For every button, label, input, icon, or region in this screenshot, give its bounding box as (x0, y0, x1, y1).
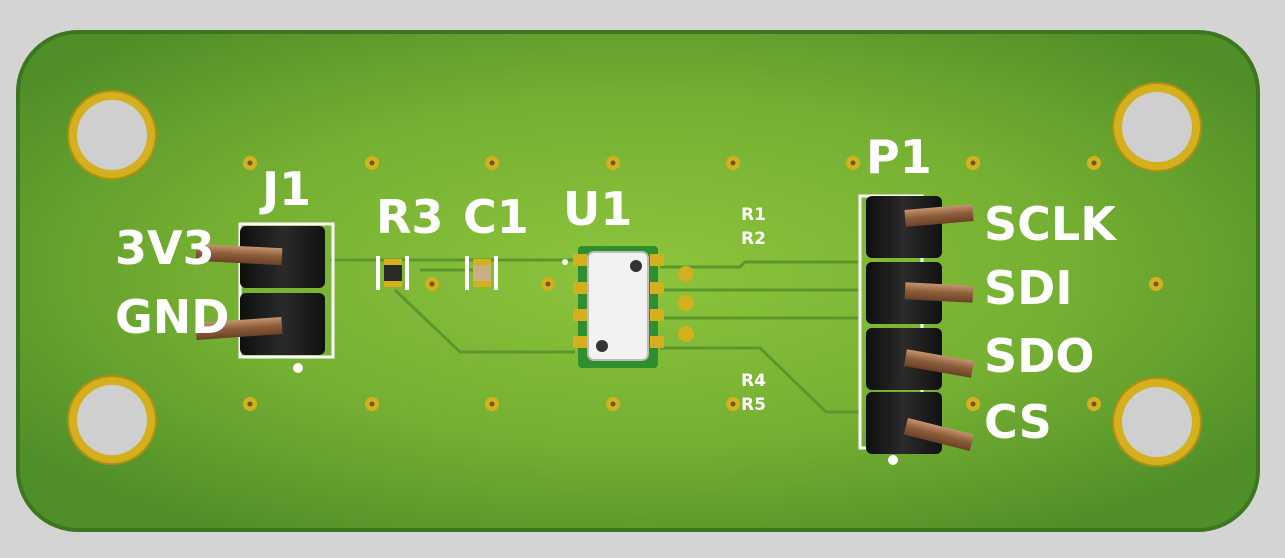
via-icon (365, 397, 379, 411)
via-group (243, 156, 1163, 411)
p1-pin-label-cs: CS (984, 395, 1052, 449)
p1-header (858, 194, 974, 465)
smd-resistor-icon (376, 256, 409, 290)
via-icon (485, 156, 499, 170)
mounting-hole-icon (67, 375, 157, 465)
j1-pin-1 (195, 243, 283, 266)
ic-chip-icon (562, 246, 694, 368)
j1-pin-label-gnd: GND (115, 290, 229, 344)
j1-pin-label-3v3: 3V3 (115, 221, 215, 275)
p1-pin-3 (903, 349, 974, 378)
p1-pin-label-sdo: SDO (984, 329, 1094, 383)
via-icon (1087, 156, 1101, 170)
resistor-label-r4: R4 (741, 371, 766, 391)
via-icon (606, 397, 620, 411)
via-icon (243, 156, 257, 170)
via-icon (485, 397, 499, 411)
resistor-label-r1: R1 (741, 205, 766, 225)
mounting-hole-icon (67, 90, 157, 180)
j1-header (195, 222, 335, 373)
p1-designator: P1 (866, 130, 932, 184)
p1-pin-1 (904, 204, 974, 227)
pin-header-icon (240, 226, 325, 355)
via-icon (243, 397, 257, 411)
p1-pin-2 (904, 282, 974, 303)
p1-pin-4 (903, 418, 974, 451)
via-icon (606, 156, 620, 170)
via-icon (365, 156, 379, 170)
via-icon (1087, 397, 1101, 411)
via-icon (425, 277, 439, 291)
p1-pin-label-sdi: SDI (984, 261, 1072, 315)
smd-resistor-icon (465, 256, 498, 290)
c1-designator: C1 (463, 190, 529, 244)
via-icon (1149, 277, 1163, 291)
via-icon (541, 277, 555, 291)
via-icon (846, 156, 860, 170)
j1-pin-2 (195, 317, 283, 340)
mounting-hole-icon (1112, 377, 1202, 467)
p1-pin-label-sclk: SCLK (984, 197, 1118, 251)
resistor-label-r5: R5 (741, 395, 766, 415)
via-icon (726, 397, 740, 411)
pin1-marker (293, 363, 303, 373)
via-icon (966, 397, 980, 411)
resistor-label-r2: R2 (741, 229, 766, 249)
pin1-marker (888, 455, 898, 465)
copper-traces (330, 258, 862, 414)
pin-header-icon (866, 196, 942, 454)
via-icon (726, 156, 740, 170)
r3-designator: R3 (376, 190, 443, 244)
via-icon (966, 156, 980, 170)
u1-designator: U1 (563, 182, 632, 236)
mounting-hole-icon (1112, 82, 1202, 172)
j1-designator: J1 (259, 162, 311, 216)
